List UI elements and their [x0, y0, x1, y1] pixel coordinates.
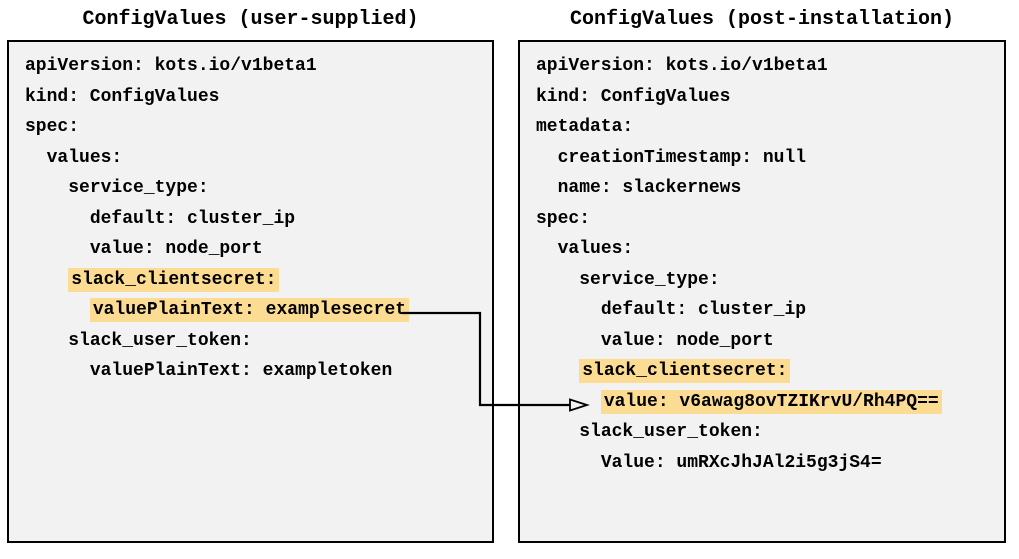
code-text: creationTimestamp: null — [557, 147, 807, 168]
code-line: kind: ConfigValues — [536, 82, 998, 113]
code-line: apiVersion: kots.io/v1beta1 — [25, 51, 486, 82]
code-text: slack_user_token: — [68, 330, 252, 351]
user-supplied-panel-group: ConfigValues (user-supplied) apiVersion:… — [7, 6, 494, 543]
code-line: value: node_port — [536, 326, 998, 357]
code-text: valuePlainText: exampletoken — [89, 361, 393, 381]
post-installation-code-block: apiVersion: kots.io/v1beta1 kind: ConfigV… — [536, 51, 998, 478]
code-line: values: — [25, 143, 486, 174]
highlighted-text: valuePlainText: examplesecret — [89, 298, 410, 322]
code-text: default: cluster_ip — [89, 208, 296, 229]
code-line: valuePlainText: exampletoken — [25, 356, 486, 387]
code-text: value: node_port — [89, 239, 263, 259]
code-line: value: node_port — [25, 234, 486, 265]
code-line: spec: — [25, 112, 486, 143]
code-line: default: cluster_ip — [536, 295, 998, 326]
code-text: value: node_port — [600, 330, 774, 351]
post-installation-panel-group: ConfigValues (post-installation) apiVers… — [518, 6, 1006, 543]
highlighted-text: value: v6awag8ovTZIKrvU/Rh4PQ== — [600, 389, 942, 414]
code-line: slack_clientsecret: — [536, 356, 998, 387]
code-text: Value: umRXcJhJAl2i5g3jS4= — [600, 452, 882, 473]
code-text: values: — [46, 147, 123, 168]
code-line: slack_clientsecret: — [25, 265, 486, 296]
code-line: service_type: — [25, 173, 486, 204]
user-supplied-code-block: apiVersion: kots.io/v1beta1 kind: ConfigV… — [25, 51, 486, 387]
code-text: default: cluster_ip — [600, 300, 807, 320]
code-line: metadata: — [536, 112, 998, 143]
code-text: values: — [557, 239, 634, 259]
post-installation-panel-title: ConfigValues (post-installation) — [569, 8, 955, 31]
user-supplied-panel-title: ConfigValues (user-supplied) — [82, 8, 419, 31]
code-text: slack_user_token: — [579, 422, 763, 442]
code-text: apiVersion: kots.io/v1beta1 — [536, 56, 828, 76]
code-line: spec: — [536, 204, 998, 235]
code-line: kind: ConfigValues — [25, 82, 486, 113]
code-text: apiVersion: kots.io/v1beta1 — [25, 56, 317, 76]
code-line: apiVersion: kots.io/v1beta1 — [536, 51, 998, 82]
code-line: creationTimestamp: null — [536, 143, 998, 174]
post-installation-configvalues-panel: apiVersion: kots.io/v1beta1 kind: ConfigV… — [518, 40, 1006, 543]
highlighted-text: slack_clientsecret: — [68, 267, 280, 292]
code-line: default: cluster_ip — [25, 204, 486, 235]
code-text: spec: — [536, 208, 591, 229]
code-line: value: v6awag8ovTZIKrvU/Rh4PQ== — [536, 387, 998, 418]
code-line: values: — [536, 234, 998, 265]
code-text: kind: ConfigValues — [25, 86, 220, 107]
code-text: name: slackernews — [557, 178, 742, 198]
code-text: spec: — [25, 117, 80, 137]
code-line: slack_user_token: — [25, 326, 486, 357]
code-line: name: slackernews — [536, 173, 998, 204]
code-line: service_type: — [536, 265, 998, 296]
code-text: kind: ConfigValues — [536, 86, 731, 107]
highlighted-text: slack_clientsecret: — [579, 359, 791, 383]
code-text: service_type: — [68, 178, 209, 198]
user-supplied-configvalues-panel: apiVersion: kots.io/v1beta1 kind: ConfigV… — [7, 40, 494, 543]
code-line: slack_user_token: — [536, 417, 998, 448]
code-line: Value: umRXcJhJAl2i5g3jS4= — [536, 448, 998, 479]
code-text: service_type: — [579, 269, 720, 290]
code-line: valuePlainText: examplesecret — [25, 295, 486, 326]
code-text: metadata: — [536, 117, 634, 137]
